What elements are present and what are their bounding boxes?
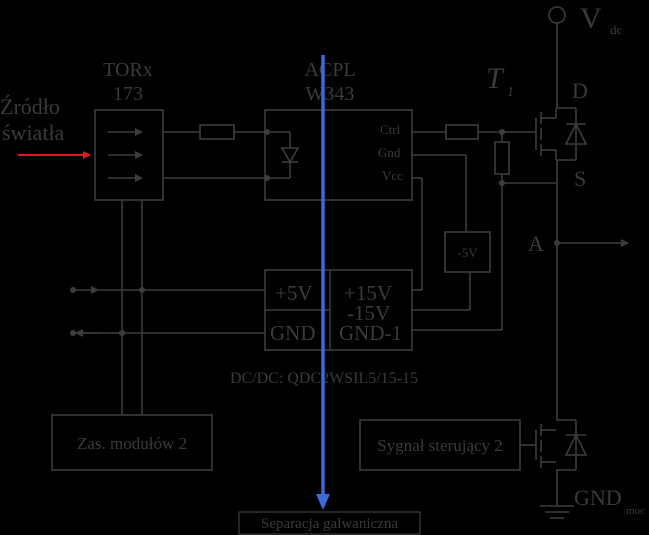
vdc-label: V [580, 2, 602, 35]
separation-label: Separacja galwaniczna [261, 516, 398, 532]
gate-source-resistor-icon [494, 141, 510, 175]
neg5v-label: -5V [457, 245, 478, 260]
source-label: S [574, 166, 586, 191]
drain-label: D [572, 78, 588, 103]
control-signal-label: Sygnał sterujący 2 [377, 436, 503, 455]
torx-number: 173 [113, 83, 143, 105]
minus15v-label: -15V [347, 301, 390, 325]
separation-arrow-icon [316, 494, 330, 510]
gnd-power-subscript: moc [626, 505, 645, 517]
acpl-number: W343 [306, 83, 355, 105]
gnd-label: GND [270, 321, 316, 345]
dcdc-converter [264, 269, 413, 351]
plus5v-label: +5V [275, 281, 313, 305]
pin-vcc: Vcc [382, 168, 403, 183]
neg5v-supply [444, 231, 491, 273]
separation-label-box [238, 511, 421, 535]
resistor-icon [199, 124, 235, 140]
light-source-label-1: Źródło [0, 94, 60, 119]
plus15v-label: +15V [344, 281, 392, 305]
torx-label: TORx [103, 59, 153, 81]
ground-icon [540, 505, 574, 519]
node-a-label: A [528, 231, 544, 256]
pin-ctrl: Ctrl [380, 122, 401, 137]
gate-resistor-icon [445, 124, 479, 140]
vdc-subscript: dc [610, 22, 623, 37]
light-source-label-2: światła [2, 120, 65, 145]
t1-subscript: 1 [507, 85, 514, 100]
mosfet-low-icon [535, 419, 588, 471]
torx-module [94, 109, 164, 201]
t1-label: T [486, 62, 505, 95]
gnd1-label: GND-1 [339, 321, 402, 345]
pin-gnd: Gnd [378, 145, 401, 160]
module-supply-label: Zas. modułów 2 [77, 434, 187, 453]
mosfet-t1-icon [535, 107, 588, 161]
vdc-terminal-icon [548, 6, 566, 24]
diode-icon [280, 147, 300, 164]
module-supply-2 [51, 414, 213, 471]
gnd-power-label: GND [574, 485, 622, 510]
acpl-label: ACPL [304, 59, 355, 81]
